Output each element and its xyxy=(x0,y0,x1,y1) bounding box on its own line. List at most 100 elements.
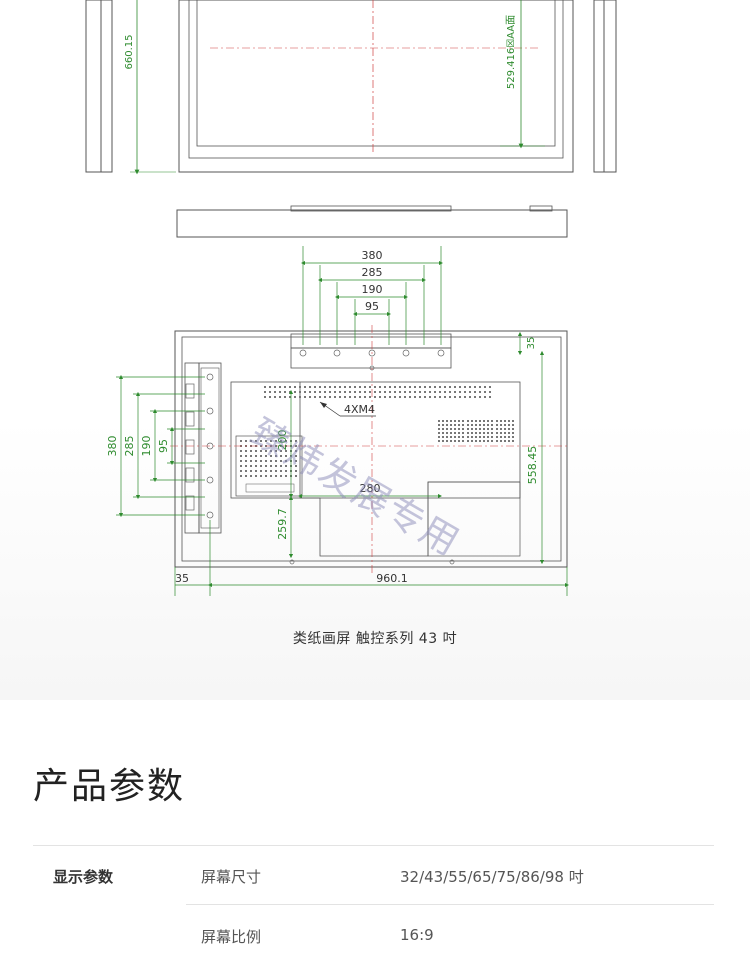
vent-hole xyxy=(294,391,296,393)
vent-hole xyxy=(250,450,252,452)
vent-hole xyxy=(484,391,486,393)
vent-hole xyxy=(275,450,277,452)
vent-hole xyxy=(324,386,326,388)
vent-hole xyxy=(319,391,321,393)
vent-hole xyxy=(414,386,416,388)
vent-hole xyxy=(484,386,486,388)
vent-hole xyxy=(309,391,311,393)
vent-hole xyxy=(469,386,471,388)
vent-hole xyxy=(275,445,277,447)
dim-top-285: 285 xyxy=(362,266,383,279)
vent-hole xyxy=(240,440,242,442)
vent-hole xyxy=(260,470,262,472)
vent-hole xyxy=(454,396,456,398)
vent-hole xyxy=(369,391,371,393)
vent-hole xyxy=(467,428,469,430)
vent-hole xyxy=(359,396,361,398)
vent-hole xyxy=(399,391,401,393)
vent-hole xyxy=(454,428,456,430)
vent-hole xyxy=(284,391,286,393)
vent-hole xyxy=(419,391,421,393)
vent-hole xyxy=(450,428,452,430)
vent-hole xyxy=(469,396,471,398)
vent-hole xyxy=(240,465,242,467)
spec-value: 16:9 xyxy=(400,926,434,944)
vent-hole xyxy=(299,386,301,388)
vent-hole xyxy=(484,396,486,398)
vent-hole xyxy=(270,475,272,477)
vent-hole xyxy=(274,391,276,393)
vent-hole xyxy=(424,396,426,398)
dim-left-285: 285 xyxy=(123,436,136,457)
vent-hole xyxy=(389,391,391,393)
vent-hole xyxy=(240,460,242,462)
side-profile-right xyxy=(593,0,617,173)
vent-hole xyxy=(314,396,316,398)
vent-hole xyxy=(429,391,431,393)
vent-hole xyxy=(279,396,281,398)
vent-hole xyxy=(240,450,242,452)
vent-hole xyxy=(394,396,396,398)
vent-hole xyxy=(260,465,262,467)
vent-hole xyxy=(265,475,267,477)
vent-hole xyxy=(255,470,257,472)
vent-hole xyxy=(504,440,506,442)
vent-hole xyxy=(438,440,440,442)
vent-hole xyxy=(364,396,366,398)
vent-hole xyxy=(409,386,411,388)
vent-hole xyxy=(334,396,336,398)
vent-hole xyxy=(414,396,416,398)
vent-hole xyxy=(304,391,306,393)
vent-hole xyxy=(419,396,421,398)
vent-hole xyxy=(504,428,506,430)
vent-hole xyxy=(496,428,498,430)
vent-hole xyxy=(255,440,257,442)
vent-hole xyxy=(319,396,321,398)
vent-hole xyxy=(270,470,272,472)
vent-hole xyxy=(496,420,498,422)
vent-hole xyxy=(250,440,252,442)
vent-hole xyxy=(255,460,257,462)
vent-hole xyxy=(329,386,331,388)
vent-hole xyxy=(446,420,448,422)
vent-hole xyxy=(464,391,466,393)
vent-hole xyxy=(245,475,247,477)
vent-hole xyxy=(384,396,386,398)
vent-hole xyxy=(479,386,481,388)
top-mount-bracket xyxy=(290,333,452,349)
vent-hole xyxy=(439,386,441,388)
vent-hole xyxy=(487,436,489,438)
spec-category: 显示参数 xyxy=(53,868,114,886)
vent-hole xyxy=(284,386,286,388)
vent-hole xyxy=(500,432,502,434)
vent-hole xyxy=(475,436,477,438)
vent-hole xyxy=(260,450,262,452)
vent-hole xyxy=(475,440,477,442)
vent-hole xyxy=(409,391,411,393)
vent-hole xyxy=(450,432,452,434)
vent-hole xyxy=(294,386,296,388)
vent-hole xyxy=(265,455,267,457)
vent-hole xyxy=(379,386,381,388)
spec-value: 32/43/55/65/75/86/98 吋 xyxy=(400,868,584,886)
vent-hole xyxy=(279,391,281,393)
vent-hole xyxy=(438,432,440,434)
technical-drawing: 660.15 529.416☒AA面 xyxy=(0,0,750,700)
vent-hole xyxy=(500,436,502,438)
vent-hole xyxy=(409,396,411,398)
vent-hole xyxy=(339,396,341,398)
vent-hole xyxy=(459,386,461,388)
vent-hole xyxy=(439,391,441,393)
vent-hole xyxy=(319,386,321,388)
right-35-dimension: 35 xyxy=(517,331,537,356)
vent-hole xyxy=(414,391,416,393)
vent-hole xyxy=(309,396,311,398)
vent-hole xyxy=(487,420,489,422)
vent-hole xyxy=(446,436,448,438)
vent-hole xyxy=(280,440,282,442)
vent-hole xyxy=(446,424,448,426)
vent-hole xyxy=(487,424,489,426)
vent-hole xyxy=(374,396,376,398)
vent-hole xyxy=(458,436,460,438)
vent-hole xyxy=(471,428,473,430)
